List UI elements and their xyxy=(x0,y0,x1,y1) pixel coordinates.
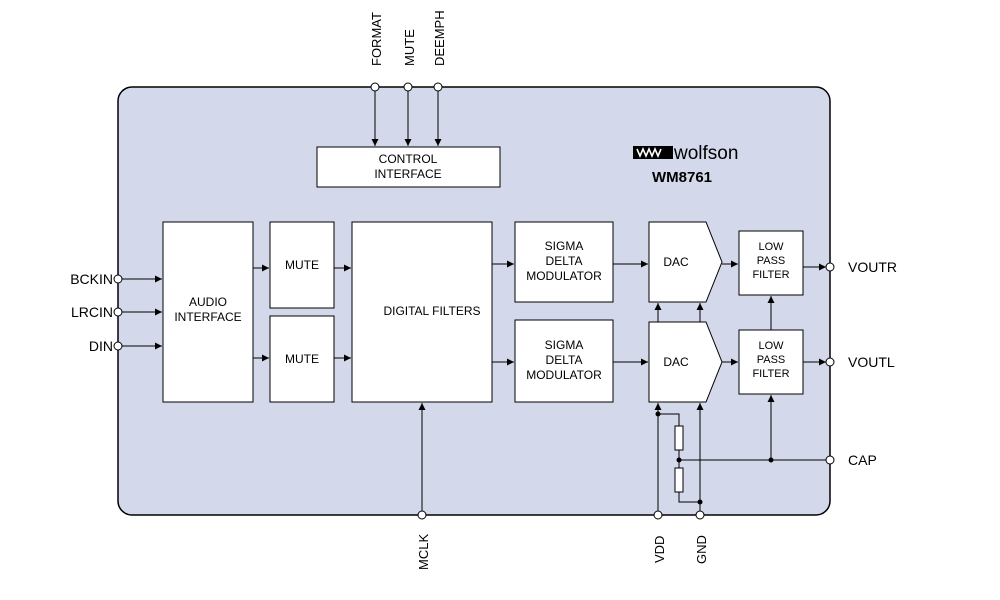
lpf-top-block xyxy=(738,230,804,296)
mute-bottom-label: MUTE xyxy=(285,352,319,366)
pin-bckin-terminal xyxy=(113,274,123,284)
pin-lrcin-label: LRCIN xyxy=(71,304,113,320)
audio-interface-block xyxy=(162,221,254,403)
mute-top-block xyxy=(269,221,335,309)
lpf-bottom-block xyxy=(738,329,804,395)
pin-mclk-label: MCLK xyxy=(416,534,431,570)
pin-deemph-terminal xyxy=(433,82,443,92)
pin-voutr-terminal xyxy=(825,262,835,272)
dac-bottom-block xyxy=(648,321,723,403)
digital-filters-block xyxy=(351,221,493,403)
pin-gnd-terminal xyxy=(695,510,705,520)
control-interface-label-1: CONTROL xyxy=(379,152,438,166)
pin-mute-label: MUTE xyxy=(402,29,417,66)
pin-format-terminal xyxy=(370,82,380,92)
digital-filters-label: DIGITAL FILTERS xyxy=(383,304,480,318)
pin-vdd-terminal xyxy=(653,510,663,520)
resistor-top xyxy=(674,425,684,451)
pin-lrcin-terminal xyxy=(113,307,123,317)
lpf-top-label-2: PASS xyxy=(757,255,786,267)
pin-voutl-terminal xyxy=(825,357,835,367)
pin-din-label: DIN xyxy=(89,338,113,354)
pin-mclk-terminal xyxy=(417,510,427,520)
lpf-bottom-label-3: FILTER xyxy=(752,368,789,380)
brand-text: wolfson xyxy=(673,143,738,164)
wolfson-logo: wolfson xyxy=(633,143,738,164)
sigma-top-label-3: MODULATOR xyxy=(526,269,602,283)
pin-bckin-label: BCKIN xyxy=(70,271,113,287)
connections xyxy=(121,87,826,512)
lpf-top-label-1: LOW xyxy=(758,241,784,253)
mute-top-label: MUTE xyxy=(285,258,319,272)
sigma-top-label-2: DELTA xyxy=(546,254,583,268)
pin-voutr-label: VOUTR xyxy=(848,259,897,275)
sigma-bottom-label-1: SIGMA xyxy=(545,338,584,352)
pin-mute-terminal xyxy=(403,82,413,92)
part-number: WM8761 xyxy=(652,169,712,186)
dac-top-label: DAC xyxy=(663,255,689,269)
pin-gnd-label: GND xyxy=(694,535,709,564)
pin-cap-terminal xyxy=(825,455,835,465)
sigma-bottom-label-2: DELTA xyxy=(546,353,583,367)
resistor-bottom xyxy=(674,467,684,493)
pin-format-label: FORMAT xyxy=(369,12,384,66)
pin-vdd-label: VDD xyxy=(652,536,667,563)
sigma-bottom-label-3: MODULATOR xyxy=(526,368,602,382)
lpf-top-label-3: FILTER xyxy=(752,269,789,281)
control-interface-block xyxy=(316,146,501,188)
pin-deemph-label: DEEMPH xyxy=(432,10,447,66)
dac-top-block xyxy=(648,221,723,303)
dac-bottom-label: DAC xyxy=(663,355,689,369)
pin-voutl-label: VOUTL xyxy=(848,354,895,370)
pin-din-terminal xyxy=(113,341,123,351)
mute-bottom-block xyxy=(269,315,335,403)
lpf-bottom-label-1: LOW xyxy=(758,340,784,352)
pin-terminals xyxy=(113,82,835,520)
lpf-bottom-label-2: PASS xyxy=(757,354,786,366)
audio-interface-label-1: AUDIO xyxy=(189,295,227,309)
audio-interface-label-2: INTERFACE xyxy=(174,310,241,324)
sigma-delta-bottom-block xyxy=(514,319,614,403)
control-interface-label-2: INTERFACE xyxy=(374,167,441,181)
sigma-delta-top-block xyxy=(514,221,614,303)
pin-cap-label: CAP xyxy=(848,452,877,468)
sigma-top-label-1: SIGMA xyxy=(545,239,584,253)
